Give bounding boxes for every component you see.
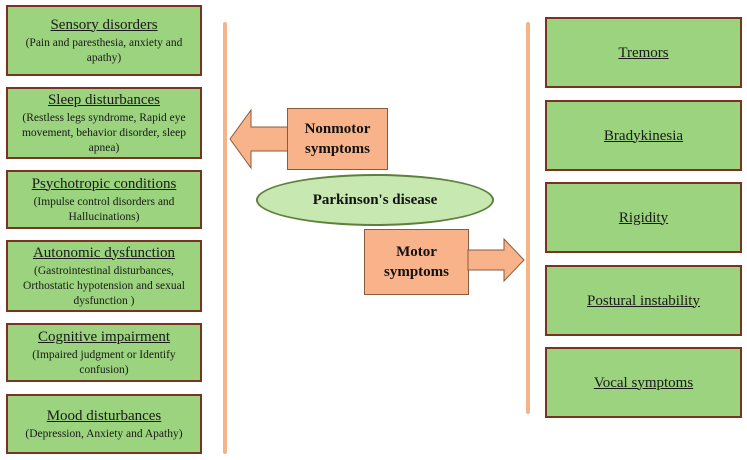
- nonmotor-item-autonomic: Autonomic dysfunction (Gastrointestinal …: [6, 240, 202, 312]
- motor-label-line2: symptoms: [383, 264, 449, 280]
- item-title: Mood disturbances: [46, 407, 162, 424]
- item-title: Rigidity: [618, 209, 669, 226]
- item-description: (Impulse control disorders and Hallucina…: [33, 195, 175, 223]
- parkinsons-disease-node: Parkinson's disease: [256, 174, 494, 226]
- motor-label-line1: Motor: [396, 244, 437, 260]
- nonmotor-item-sleep: Sleep disturbances (Restless legs syndro…: [6, 87, 202, 159]
- item-title: Psychotropic conditions: [31, 175, 177, 192]
- right-divider-line: [526, 22, 530, 414]
- nonmotor-label-line1: Nonmotor: [304, 121, 371, 137]
- motor-item-bradykinesia: Bradykinesia: [545, 100, 742, 171]
- nonmotor-symptoms-label: Nonmotor symptoms: [287, 108, 388, 170]
- nonmotor-item-cognitive: Cognitive impairment (Impaired judgment …: [6, 323, 202, 382]
- motor-symptoms-label: Motor symptoms: [364, 229, 469, 295]
- item-title: Tremors: [618, 44, 669, 61]
- center-label: Parkinson's disease: [312, 191, 438, 208]
- item-description: (Pain and paresthesia, anxiety and apath…: [25, 36, 183, 64]
- nonmotor-item-sensory: Sensory disorders (Pain and paresthesia,…: [6, 5, 202, 76]
- nonmotor-label-line2: symptoms: [304, 141, 370, 157]
- motor-arrow-icon: [467, 237, 525, 283]
- item-title: Sleep disturbances: [47, 91, 161, 108]
- motor-item-tremors: Tremors: [545, 17, 742, 88]
- item-description: (Impaired judgment or Identify confusion…: [32, 348, 176, 376]
- item-description: (Gastrointestinal disturbances, Orthosta…: [23, 264, 185, 307]
- motor-item-vocal-symptoms: Vocal symptoms: [545, 347, 742, 418]
- nonmotor-item-psychotropic: Psychotropic conditions (Impulse control…: [6, 170, 202, 229]
- item-title: Sensory disorders: [50, 16, 158, 33]
- nonmotor-item-mood: Mood disturbances (Depression, Anxiety a…: [6, 394, 202, 454]
- item-title: Autonomic dysfunction: [32, 244, 176, 261]
- left-divider-line: [223, 22, 227, 454]
- motor-item-rigidity: Rigidity: [545, 182, 742, 253]
- item-description: (Depression, Anxiety and Apathy): [25, 427, 183, 440]
- item-title: Bradykinesia: [603, 127, 684, 144]
- item-description: (Restless legs syndrome, Rapid eye movem…: [21, 111, 186, 154]
- motor-item-postural-instability: Postural instability: [545, 265, 742, 336]
- nonmotor-arrow-icon: [229, 108, 291, 170]
- item-title: Vocal symptoms: [593, 374, 694, 391]
- item-title: Postural instability: [587, 292, 700, 309]
- item-title: Cognitive impairment: [37, 328, 171, 345]
